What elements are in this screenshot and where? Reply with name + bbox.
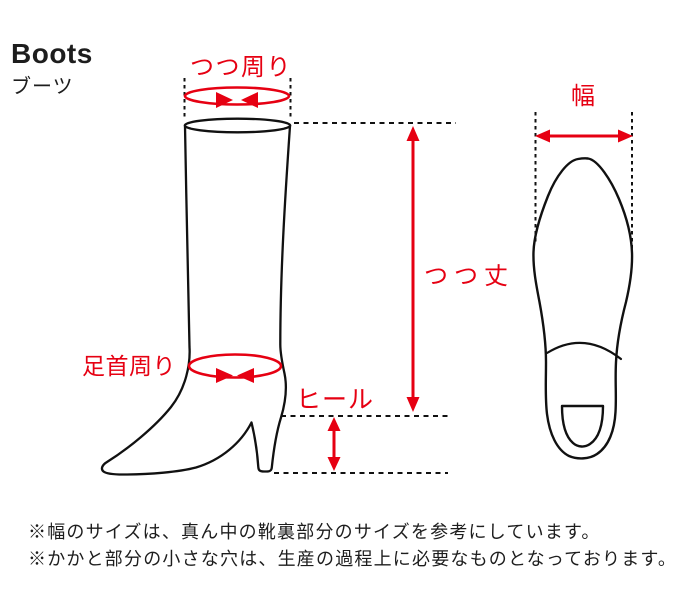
footnotes: ※幅のサイズは、真ん中の靴裏部分のサイズを参考にしています。 ※かかと部分の小さ…: [28, 519, 677, 572]
arrowhead-left-icon: [535, 129, 550, 143]
shaft-circumference-measure: [183, 86, 291, 108]
label-width: 幅: [571, 83, 595, 110]
circumference-loop-arrows-icon: [187, 353, 283, 379]
footnote-width: ※幅のサイズは、真ん中の靴裏部分のサイズを参考にしています。: [28, 522, 601, 542]
ankle-circumference-measure: [187, 353, 283, 383]
heel-height-measure: [327, 417, 341, 471]
arrowhead-right-icon: [216, 92, 233, 108]
circumference-loop-arrows-icon: [183, 86, 291, 106]
arrowhead-up-icon: [327, 417, 341, 431]
boot-side-view: [100, 117, 292, 476]
arrowhead-down-icon: [327, 457, 341, 471]
arrowhead-right-icon: [216, 368, 233, 383]
label-ankle-circumference: 足首周り: [82, 353, 176, 379]
label-shaft-circumference: つつ周り: [190, 54, 292, 81]
sole-outline: [532, 157, 634, 460]
arrowhead-up-icon: [406, 126, 420, 141]
sole-heel-arc: [545, 341, 623, 361]
arrowhead-right-icon: [618, 129, 633, 143]
boot-top-opening: [183, 117, 292, 134]
width-measure: [535, 129, 633, 143]
sole-bottom-view: [532, 157, 634, 460]
arrowhead-left-icon: [237, 368, 254, 383]
arrowhead-down-icon: [406, 397, 420, 412]
label-shaft-height: つつ丈: [424, 263, 514, 290]
page-subtitle: ブーツ: [11, 76, 74, 98]
shaft-height-measure: [406, 126, 420, 412]
footnote-heel-hole: ※かかと部分の小さな穴は、生産の過程上に必要なものとなっております。: [28, 548, 678, 569]
sole-heel-hole: [560, 404, 605, 448]
boot-outline: [100, 124, 292, 476]
arrowhead-left-icon: [241, 92, 258, 108]
page-title: Boots: [11, 38, 93, 69]
label-heel: ヒール: [296, 386, 375, 414]
